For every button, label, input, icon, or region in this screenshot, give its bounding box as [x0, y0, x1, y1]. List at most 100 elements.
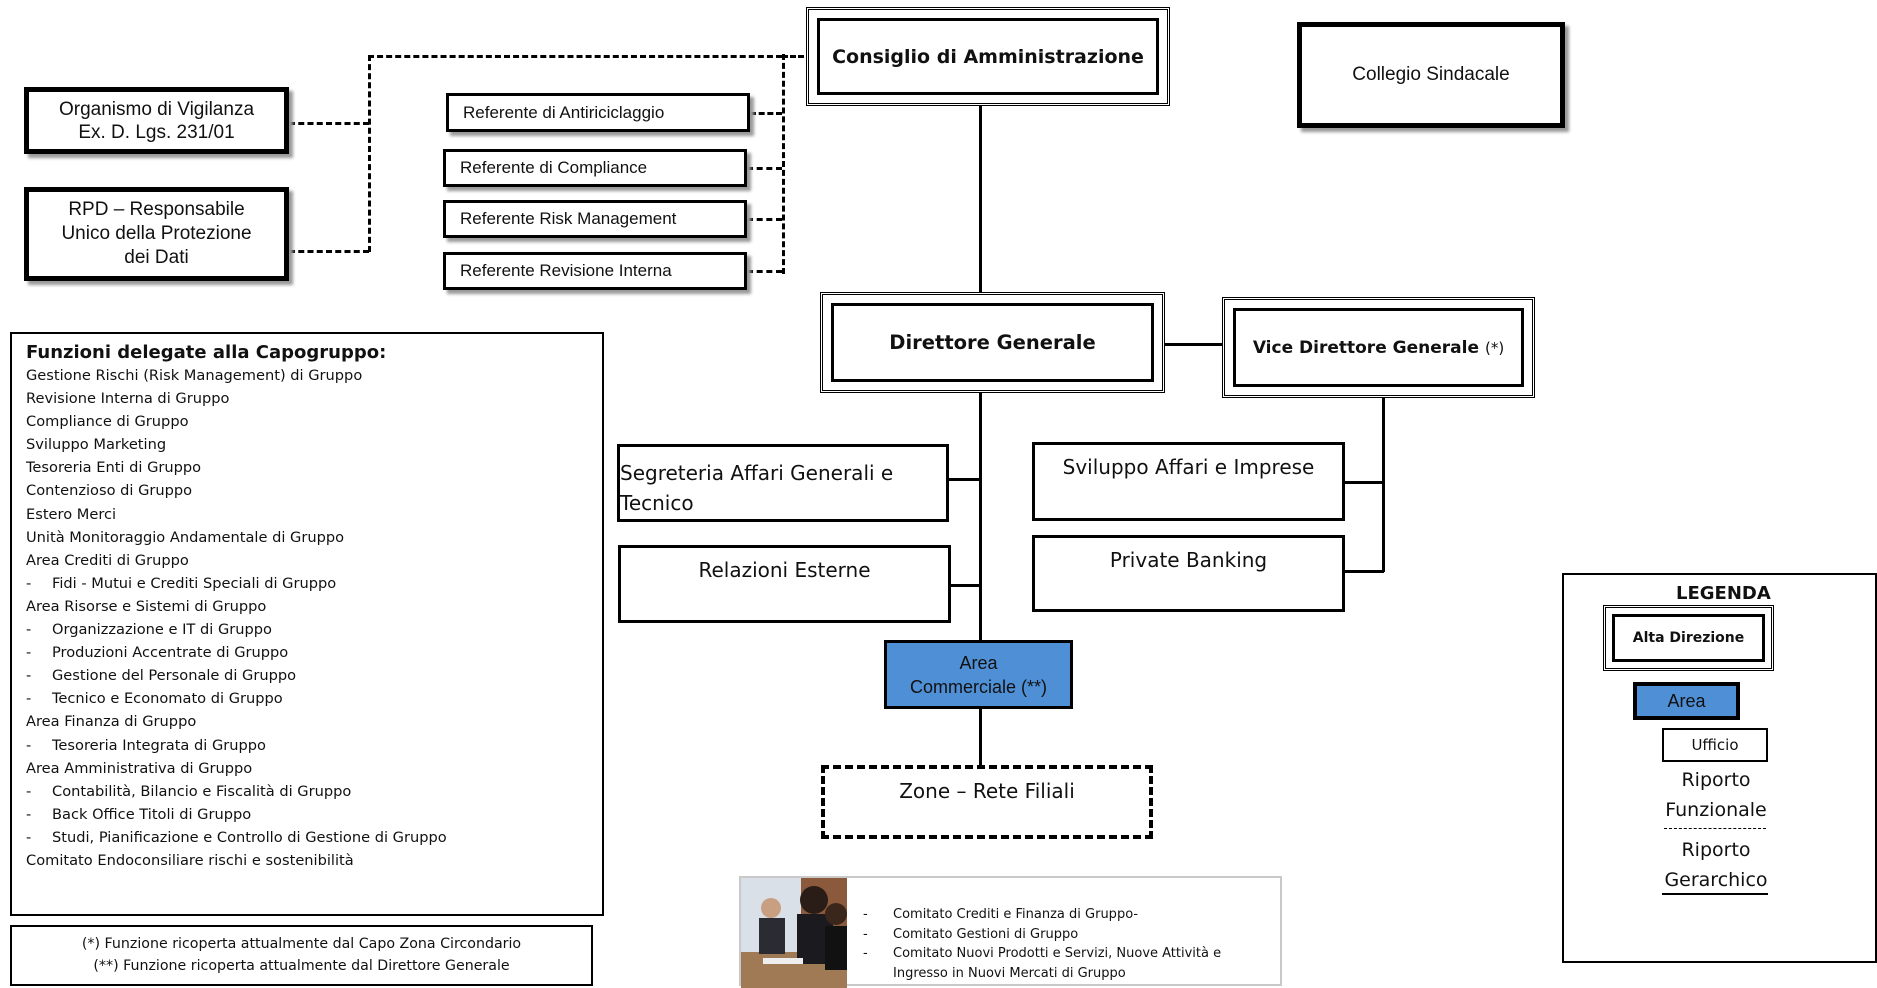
- legend-funzionale-line2: Funzionale: [1665, 799, 1767, 821]
- referente-label: Referente Risk Management: [460, 209, 677, 228]
- odv-line1: Organismo di Vigilanza: [58, 98, 255, 120]
- vdg-mark: (*): [1484, 338, 1505, 357]
- rpd-line2: Unico della Protezione: [61, 223, 252, 244]
- dg-label: Direttore Generale: [889, 331, 1096, 354]
- legend-gerarchico-line2: Gerarchico: [1664, 869, 1768, 891]
- funzioni-item: Area Risorse e Sistemi di Gruppo: [26, 597, 267, 615]
- connector-area-zone: [979, 709, 982, 767]
- funzioni-subitem: Contabilità, Bilancio e Fiscalità di Gru…: [26, 780, 588, 803]
- legend-solid-sample: [1662, 893, 1768, 895]
- funzioni-list: Gestione Rischi (Risk Management) di Gru…: [26, 364, 588, 872]
- legend-alta-direzione: Alta Direzione: [1603, 605, 1774, 671]
- zone-box[interactable]: Zone – Rete Filiali: [821, 765, 1153, 839]
- office-label-line2: Tecnico: [620, 491, 694, 515]
- funzioni-item: Comitato Endoconsiliare rischi e sosteni…: [26, 851, 354, 869]
- funzioni-item: Revisione Interna di Gruppo: [26, 390, 230, 408]
- office-label: Sviluppo Affari e Imprese: [1062, 455, 1315, 479]
- cda-box[interactable]: Consiglio di Amministrazione: [806, 7, 1170, 106]
- funzioni-subitem: Tesoreria Integrata di Gruppo: [26, 734, 588, 757]
- legend-gerarchico-line1: Riporto: [1681, 839, 1751, 861]
- funzioni-item: Compliance di Gruppo: [26, 413, 189, 431]
- dashed-rpd-link: [289, 250, 369, 253]
- dashed-spine-left: [368, 55, 371, 252]
- office-sviluppo-affari[interactable]: Sviluppo Affari e Imprese: [1032, 442, 1345, 521]
- legend-funzionale-line1: Riporto: [1681, 769, 1751, 791]
- legend-dashed-sample: [1664, 828, 1766, 829]
- funzioni-subitem: Back Office Titoli di Gruppo: [26, 803, 588, 826]
- legend-ufficio: Ufficio: [1662, 728, 1768, 762]
- funzioni-subitem: Studi, Pianificazione e Controllo di Ges…: [26, 826, 588, 849]
- funzioni-item: Area Finanza di Gruppo: [26, 713, 197, 731]
- funzioni-item: Contenzioso di Gruppo: [26, 482, 193, 500]
- connector-private: [1344, 570, 1384, 573]
- referente-risk-management[interactable]: Referente Risk Management: [443, 200, 747, 238]
- dg-box[interactable]: Direttore Generale: [820, 292, 1165, 393]
- funzioni-item: Estero Merci: [26, 505, 117, 523]
- comitato-item: Comitato Nuovi Prodotti e Servizi, Nuove…: [863, 944, 1273, 983]
- funzioni-subitem: Fidi - Mutui e Crediti Speciali di Grupp…: [26, 572, 588, 595]
- office-label: Private Banking: [1109, 548, 1268, 572]
- office-segreteria[interactable]: Segreteria Affari Generali e Tecnico: [617, 444, 949, 522]
- dashed-ref1-link: [750, 112, 782, 115]
- office-label-line1: Segreteria Affari Generali e: [620, 461, 894, 485]
- vdg-box[interactable]: Vice Direttore Generale (*): [1222, 297, 1535, 398]
- footnote-1: (*) Funzione ricoperta attualmente dal C…: [81, 936, 522, 952]
- rpd-box[interactable]: RPD – Responsabile Unico della Protezion…: [24, 187, 289, 281]
- funzioni-item: Tesoreria Enti di Gruppo: [26, 459, 202, 477]
- referente-label: Referente di Compliance: [460, 158, 648, 177]
- connector-sviluppo: [1344, 481, 1384, 484]
- office-private-banking[interactable]: Private Banking: [1032, 535, 1345, 612]
- office-relazioni-esterne[interactable]: Relazioni Esterne: [618, 545, 951, 623]
- dashed-odv-link: [289, 122, 369, 125]
- meeting-photo: [741, 878, 847, 988]
- funzioni-item: Area Crediti di Gruppo: [26, 551, 189, 569]
- connector-cda-dg: [979, 106, 982, 292]
- comitato-item: Comitato Gestioni di Gruppo: [863, 925, 1273, 945]
- funzioni-item: Sviluppo Marketing: [26, 436, 167, 454]
- area-line2: Commerciale (**): [909, 676, 1048, 697]
- legend-box: LEGENDA Alta Direzione Area Ufficio Ripo…: [1562, 573, 1877, 963]
- funzioni-title: Funzioni delegate alla Capogruppo:: [26, 342, 387, 363]
- legend-gerarchico: Riporto Gerarchico: [1646, 835, 1786, 895]
- cda-label: Consiglio di Amministrazione: [832, 45, 1144, 68]
- dashed-ref2-link: [747, 167, 782, 170]
- dashed-top-left: [368, 55, 782, 58]
- funzioni-subitem: Tecnico e Economato di Gruppo: [26, 687, 588, 710]
- dashed-spine-right: [782, 54, 785, 274]
- referente-compliance[interactable]: Referente di Compliance: [443, 149, 747, 187]
- legend-area: Area: [1633, 682, 1740, 720]
- dashed-ref3-link: [747, 218, 782, 221]
- comitati-box: Comitato Crediti e Finanza di Gruppo-Com…: [739, 876, 1282, 988]
- funzioni-subitem: Gestione del Personale di Gruppo: [26, 664, 588, 687]
- area-line1: Area: [959, 652, 998, 673]
- funzioni-subitem: Organizzazione e IT di Gruppo: [26, 618, 588, 641]
- dashed-cda-link: [782, 55, 812, 58]
- referente-label: Referente Revisione Interna: [460, 261, 672, 280]
- collegio-box[interactable]: Collegio Sindacale: [1297, 22, 1565, 128]
- footnotes-box: (*) Funzione ricoperta attualmente dal C…: [10, 925, 593, 986]
- footnote-2: (**) Funzione ricoperta attualmente dal …: [93, 958, 510, 974]
- funzioni-subitem: Produzioni Accentrate di Gruppo: [26, 641, 588, 664]
- funzioni-delegate-box: Funzioni delegate alla Capogruppo: Gesti…: [10, 332, 604, 916]
- funzioni-item: Gestione Rischi (Risk Management) di Gru…: [26, 367, 363, 384]
- comitato-item: Comitato Crediti e Finanza di Gruppo-: [863, 905, 1273, 925]
- odv-line2: Ex. D. Lgs. 231/01: [78, 121, 235, 143]
- dashed-ref4-link: [747, 270, 782, 273]
- legend-title: LEGENDA: [1676, 583, 1771, 604]
- rpd-line1: RPD – Responsabile: [68, 199, 245, 220]
- funzioni-item: Area Amministrativa di Gruppo: [26, 759, 253, 777]
- odv-box[interactable]: Organismo di Vigilanza Ex. D. Lgs. 231/0…: [24, 87, 289, 154]
- referente-antiriciclaggio[interactable]: Referente di Antiriciclaggio: [446, 93, 750, 132]
- legend-ufficio-label: Ufficio: [1691, 736, 1739, 754]
- vdg-label: Vice Direttore Generale: [1252, 337, 1479, 358]
- referente-revisione-interna[interactable]: Referente Revisione Interna: [443, 252, 747, 290]
- office-label: Relazioni Esterne: [698, 558, 871, 582]
- collegio-label: Collegio Sindacale: [1352, 64, 1510, 85]
- area-commerciale-box[interactable]: Area Commerciale (**): [884, 640, 1073, 709]
- legend-area-label: Area: [1667, 690, 1706, 711]
- connector-dg-down: [979, 393, 982, 644]
- referente-label: Referente di Antiriciclaggio: [463, 102, 665, 122]
- connector-relazioni: [949, 584, 981, 587]
- legend-alta-label: Alta Direzione: [1632, 630, 1745, 646]
- funzioni-item: Unità Monitoraggio Andamentale di Gruppo: [26, 528, 345, 546]
